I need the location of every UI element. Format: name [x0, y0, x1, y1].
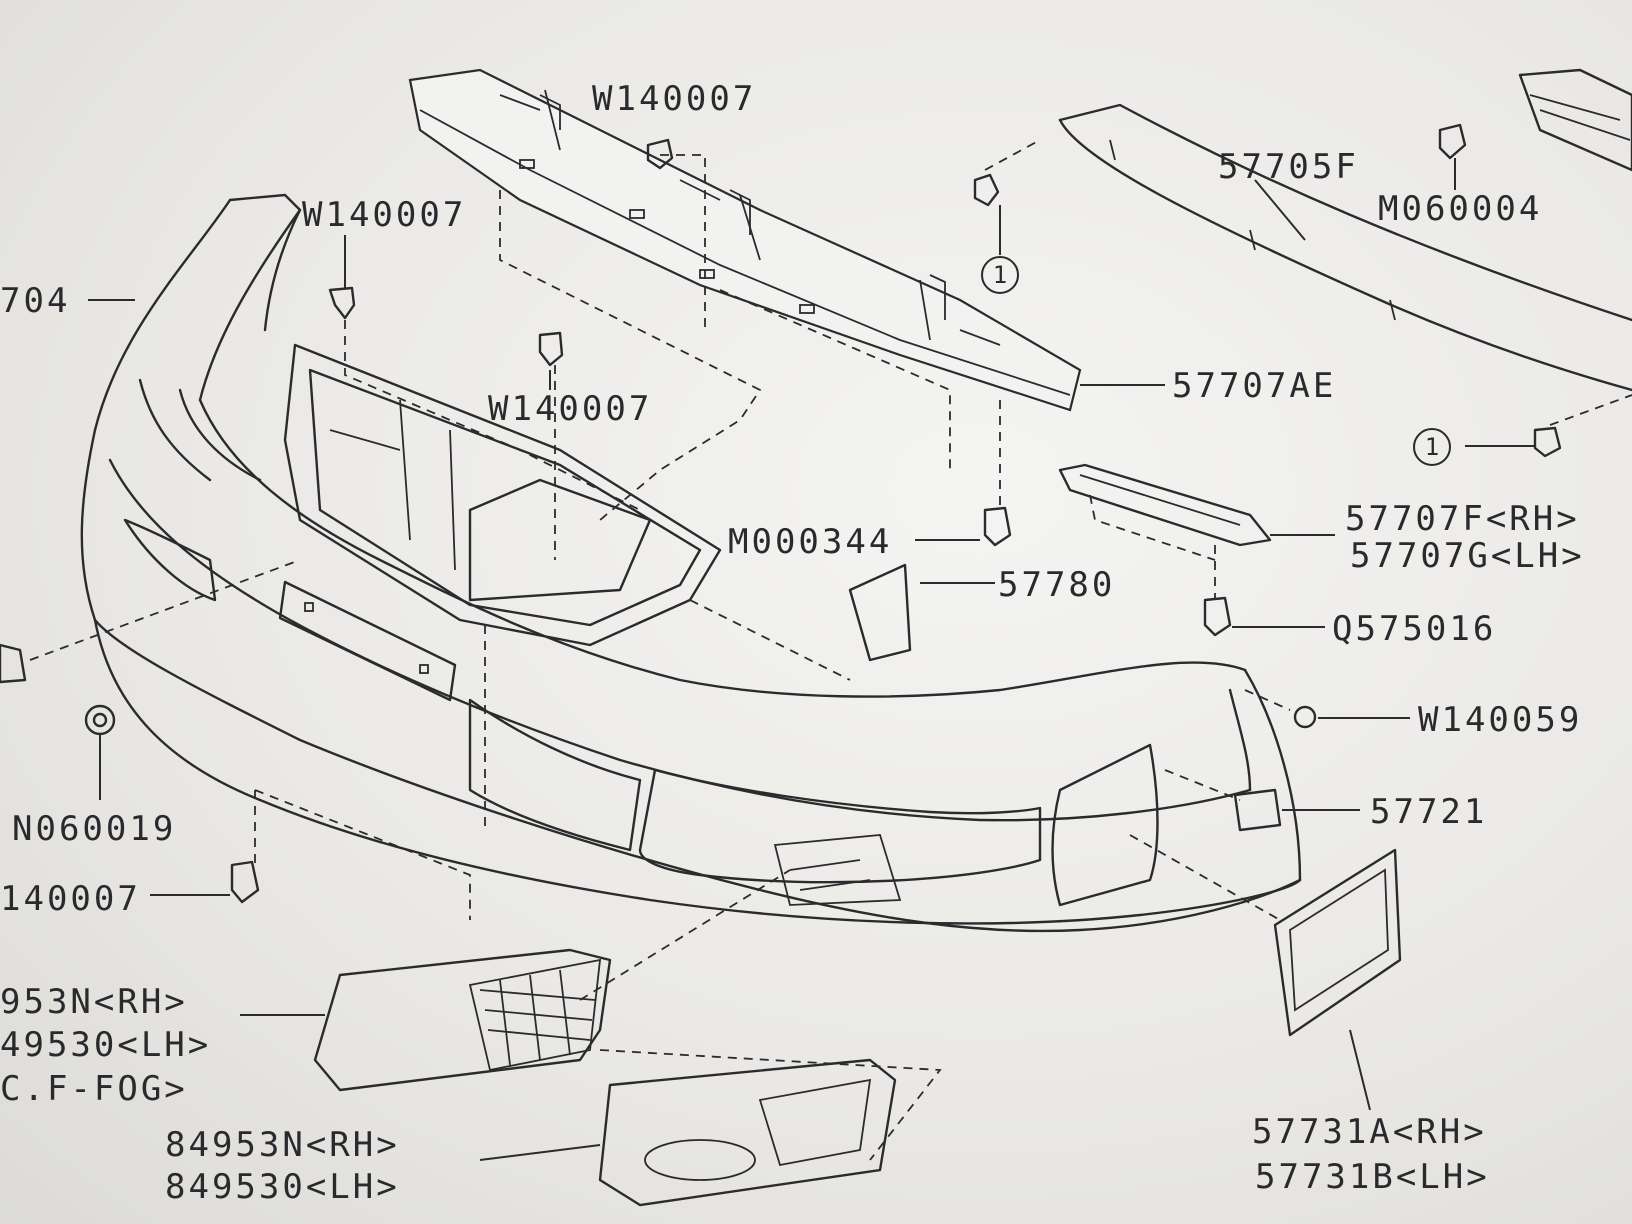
label-m060004: M060004: [1378, 189, 1543, 229]
side-trim-57731: [1273, 848, 1402, 1037]
fasteners: [0, 123, 1562, 904]
label-w140007-left: W140007: [302, 195, 467, 235]
clip-w140007-left-shape: [328, 286, 356, 320]
label-57721: 57721: [1370, 792, 1488, 832]
label-849530-upper: 49530<LH>: [0, 1025, 212, 1065]
leader-lines: [88, 158, 1535, 1161]
screw-right-1: [1533, 426, 1562, 458]
top-right-reinforcement: [1518, 68, 1632, 172]
reference-callout-1b: 1: [1413, 428, 1451, 466]
assembly-dash-lines: [29, 139, 1632, 1161]
label-w140007-mid: W140007: [488, 389, 653, 429]
tab-57780: [848, 563, 912, 662]
clip-w140007-top-shape: [646, 138, 674, 170]
clip-w140007-bottom-shape: [230, 860, 260, 904]
label-n060019: N060019: [12, 809, 177, 849]
label-w140007-bottom: 140007: [0, 879, 141, 919]
label-w140059: W140059: [1418, 700, 1583, 740]
label-57731a: 57731A<RH>: [1252, 1112, 1487, 1152]
clip-w140059: [1293, 705, 1317, 729]
label-w140007-top: W140007: [592, 79, 757, 119]
label-57707ae: 57707AE: [1172, 366, 1337, 406]
label-57731b: 57731B<LH>: [1255, 1157, 1490, 1197]
clip-left-edge: [0, 643, 27, 684]
label-57707g: 57707G<LH>: [1350, 536, 1585, 576]
bumper-beam: [408, 68, 1082, 412]
label-cf-fog: C.F-FOG>: [0, 1069, 188, 1109]
grommet-n060019: [84, 704, 116, 736]
front-bumper-face: [80, 193, 1302, 933]
nut-m000344: [983, 506, 1012, 547]
label-849530-lower: 849530<LH>: [165, 1167, 400, 1207]
clip-q575016: [1203, 596, 1232, 637]
fog-grille-lower: [598, 1058, 897, 1207]
upper-grille-frame: [283, 343, 722, 647]
label-m000344: M000344: [728, 522, 893, 562]
cap-57721: [1233, 788, 1282, 832]
label-57704: 704: [0, 281, 71, 321]
label-57705f: 57705F: [1218, 147, 1359, 187]
label-57707f: 57707F<RH>: [1345, 499, 1580, 539]
upper-stiffener-57705f: [1058, 103, 1632, 392]
label-57780: 57780: [998, 565, 1116, 605]
label-84953n-upper: 953N<RH>: [0, 982, 188, 1022]
fog-grille-upper: [313, 948, 612, 1092]
screw-top-left-1: [973, 173, 1000, 207]
side-bracket: [1058, 463, 1272, 547]
screw-m060004: [1438, 123, 1467, 160]
label-q575016: Q575016: [1332, 609, 1497, 649]
reference-callout-1a: 1: [981, 256, 1019, 294]
label-84953n-lower: 84953N<RH>: [165, 1125, 400, 1165]
clip-w140007-mid-shape: [538, 331, 564, 367]
